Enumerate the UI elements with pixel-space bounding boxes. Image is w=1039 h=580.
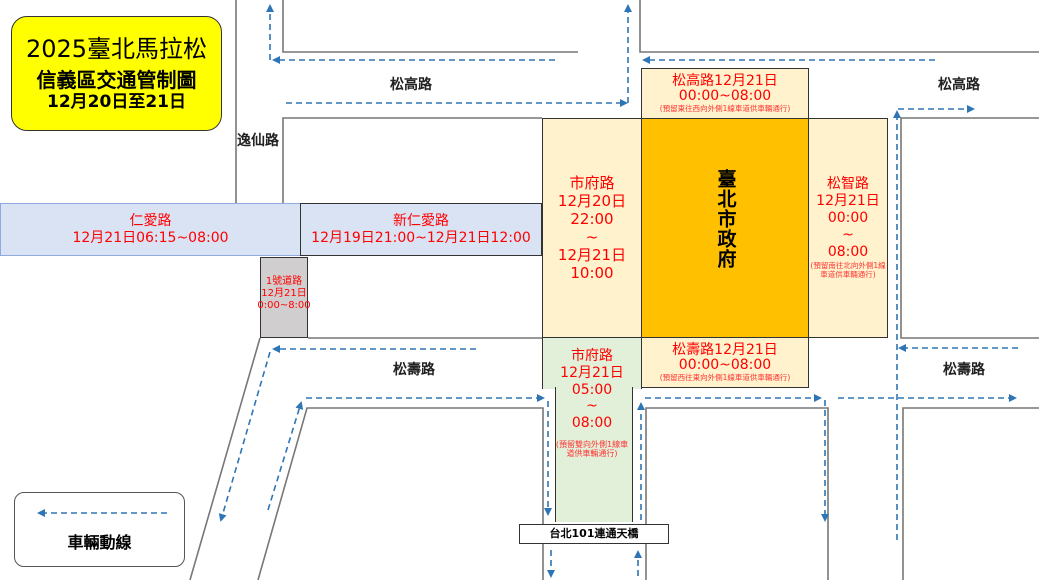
closure-road1-name: 1號道路	[265, 276, 303, 287]
road-edge	[189, 337, 261, 580]
block-outline	[282, 0, 578, 53]
shifu-south-end: 08:00	[571, 415, 613, 432]
closure-shifu-south: 市府路 12月21日 05:00 ~ 08:00 (預留雙向外側1線車道供車輛通…	[542, 348, 642, 458]
taipei101-skybridge: 台北101連通天橋	[519, 524, 669, 544]
shifu-north-name: 市府路	[569, 174, 615, 192]
legend-box: 車輛動線	[14, 492, 185, 567]
shifu-south-start: 05:00	[571, 381, 613, 398]
songshou-note: (預留西往東向外側1線車道供車輛通行)	[659, 372, 791, 382]
closure-xinrenai-name: 新仁愛路	[393, 212, 449, 229]
closure-songzhi: 松智路 12月21日 00:00 ~ 08:00 (預留南往北向外側1線車道供車…	[808, 118, 888, 338]
block-outline	[282, 117, 542, 203]
closure-xinrenai-time: 12月19日21:00~12月21日12:00	[311, 229, 531, 246]
shifu-south-sep: ~	[586, 398, 598, 415]
title-line-3: 12月20日至21日	[47, 91, 186, 112]
road-label-songgao-right: 松高路	[938, 77, 980, 93]
road-label-songshou-left: 松壽路	[393, 362, 435, 378]
songshou-time: 00:00~08:00	[678, 357, 772, 374]
block-outline	[900, 117, 1039, 339]
block-outline	[645, 407, 829, 580]
closure-renai: 仁愛路 12月21日06:15~08:00	[0, 203, 301, 256]
closure-road1-date: 12月21日	[261, 288, 307, 299]
shifu-north-start-time: 22:00	[570, 210, 614, 228]
shifu-north-end-date: 12月21日	[557, 246, 627, 264]
songzhi-sep: ~	[842, 226, 854, 243]
closure-shifu-south-top	[542, 337, 642, 389]
closure-songshou: 松壽路12月21日 00:00~08:00 (預留西往東向外側1線車道供車輛通行…	[641, 337, 809, 388]
shifu-north-sep: ~	[585, 228, 599, 246]
road-label-songshou-right: 松壽路	[943, 362, 985, 378]
shifu-north-end-time: 10:00	[570, 264, 614, 282]
closure-road1-time: 0:00~8:00	[257, 300, 311, 311]
road-label-yixian: 逸仙路	[237, 133, 279, 149]
title-line-2: 信義區交通管制圖	[36, 67, 197, 92]
songzhi-note: (預留南往北向外側1線車道供車輛通行)	[810, 261, 886, 279]
shifu-north-start-date: 12月20日	[557, 192, 627, 210]
block-outlines	[189, 0, 1039, 580]
road-label-songgao-left: 松高路	[390, 77, 432, 93]
closure-road1: 1號道路 12月21日 0:00~8:00	[257, 257, 311, 338]
songzhi-name: 松智路	[827, 176, 869, 193]
closure-renai-time: 12月21日06:15~08:00	[72, 229, 229, 246]
songgao-note: (預留東往西向外側1線車道供車輛通行)	[659, 103, 791, 113]
vehicle-flow-arrows	[218, 4, 1018, 578]
songzhi-start: 00:00	[827, 209, 869, 226]
songzhi-date: 12月21日	[816, 193, 880, 210]
closure-xinrenai: 新仁愛路 12月19日21:00~12月21日12:00	[300, 203, 542, 256]
block-outline	[639, 0, 1039, 53]
flow-arrow	[267, 401, 304, 511]
shifu-south-note: (預留雙向外側1線車道供車輛通行)	[555, 439, 629, 459]
closure-shifu-north: 市府路 12月20日 22:00 ~ 12月21日 10:00	[542, 118, 642, 338]
map-title-box: 2025臺北馬拉松 信義區交通管制圖 12月20日至21日	[11, 16, 222, 131]
skybridge-label: 台北101連通天橋	[549, 527, 639, 541]
closure-renai-name: 仁愛路	[129, 212, 172, 229]
closure-songgao: 松高路12月21日 00:00~08:00 (預留東往西向外側1線車道供車輛通行…	[641, 68, 809, 119]
title-line-1: 2025臺北馬拉松	[25, 34, 208, 63]
shifu-south-name: 市府路	[571, 348, 613, 364]
block-outline	[257, 407, 544, 580]
taipei-city-hall: 臺北市政府	[641, 118, 809, 338]
songgao-time: 00:00~08:00	[678, 88, 772, 105]
songzhi-end: 08:00	[827, 243, 869, 260]
shifu-south-date: 12月21日	[560, 364, 624, 381]
songgao-title: 松高路12月21日	[672, 72, 778, 89]
legend-label: 車輛動線	[67, 533, 132, 552]
closure-shifu-south-body	[555, 387, 633, 522]
city-hall-name: 臺北市政府	[714, 169, 737, 269]
flow-arrow	[218, 351, 271, 522]
legend-flow-arrow-icon	[37, 509, 167, 517]
songshou-title: 松壽路12月21日	[672, 341, 778, 358]
block-outline	[902, 407, 1039, 580]
